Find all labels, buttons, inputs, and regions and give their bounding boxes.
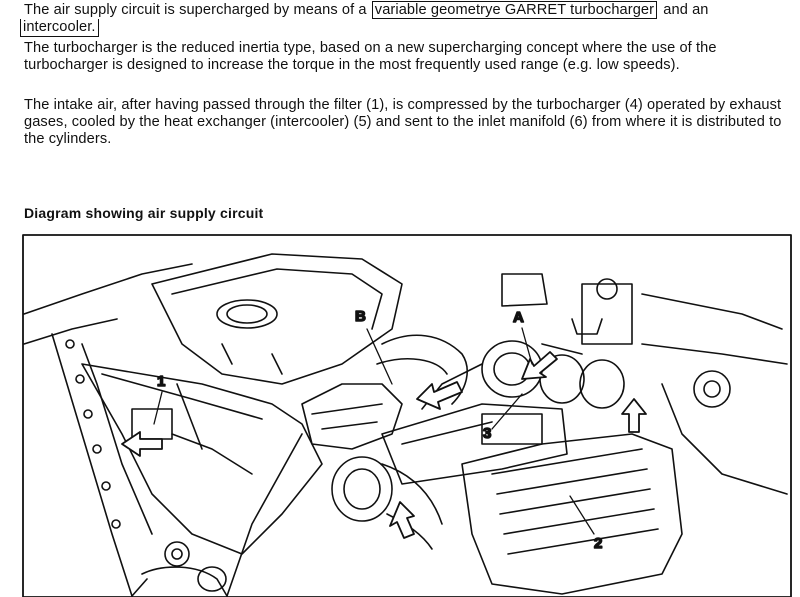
flow-arrow-right xyxy=(621,398,647,433)
compressor-duct xyxy=(331,456,443,550)
intro-text-end: and an xyxy=(663,2,709,18)
guide-line xyxy=(226,433,303,597)
callout-2: 2 xyxy=(594,535,602,552)
air-supply-diagram: 1 B A 3 2 xyxy=(22,234,792,597)
intake-air-paragraph: The intake air, after having passed thro… xyxy=(24,97,782,147)
flow-arrow-down xyxy=(389,501,415,539)
callout-3: 3 xyxy=(483,425,491,442)
turbocharger-highlight: variable geometrye GARRET turbocharger xyxy=(371,1,658,19)
turbocharger-detail xyxy=(131,541,228,597)
engine-block-center xyxy=(381,403,568,485)
intro-text-start: The air supply circuit is supercharged b… xyxy=(24,2,367,18)
flow-arrows xyxy=(121,351,647,539)
leader-lines xyxy=(153,327,595,535)
callout-b: B xyxy=(355,308,366,325)
intake-hose xyxy=(376,334,468,405)
left-body-panel xyxy=(23,263,193,597)
brake-reservoir-area xyxy=(501,273,788,495)
diagram-frame xyxy=(22,234,792,597)
turbocharger-paragraph: The turbocharger is the reduced inertia … xyxy=(24,40,717,73)
flow-arrow-filter xyxy=(121,431,163,457)
intro-paragraph: The air supply circuit is supercharged b… xyxy=(20,1,794,37)
flow-arrow-b xyxy=(416,381,463,410)
timing-belt-area xyxy=(301,383,403,450)
engine-cover xyxy=(151,253,403,385)
callout-a: A xyxy=(513,309,524,326)
intercooler xyxy=(461,433,683,595)
intercooler-highlight: intercooler. xyxy=(20,19,99,37)
callout-1: 1 xyxy=(157,373,165,390)
diagram-heading: Diagram showing air supply circuit xyxy=(24,205,264,221)
air-filter-box xyxy=(81,363,323,555)
